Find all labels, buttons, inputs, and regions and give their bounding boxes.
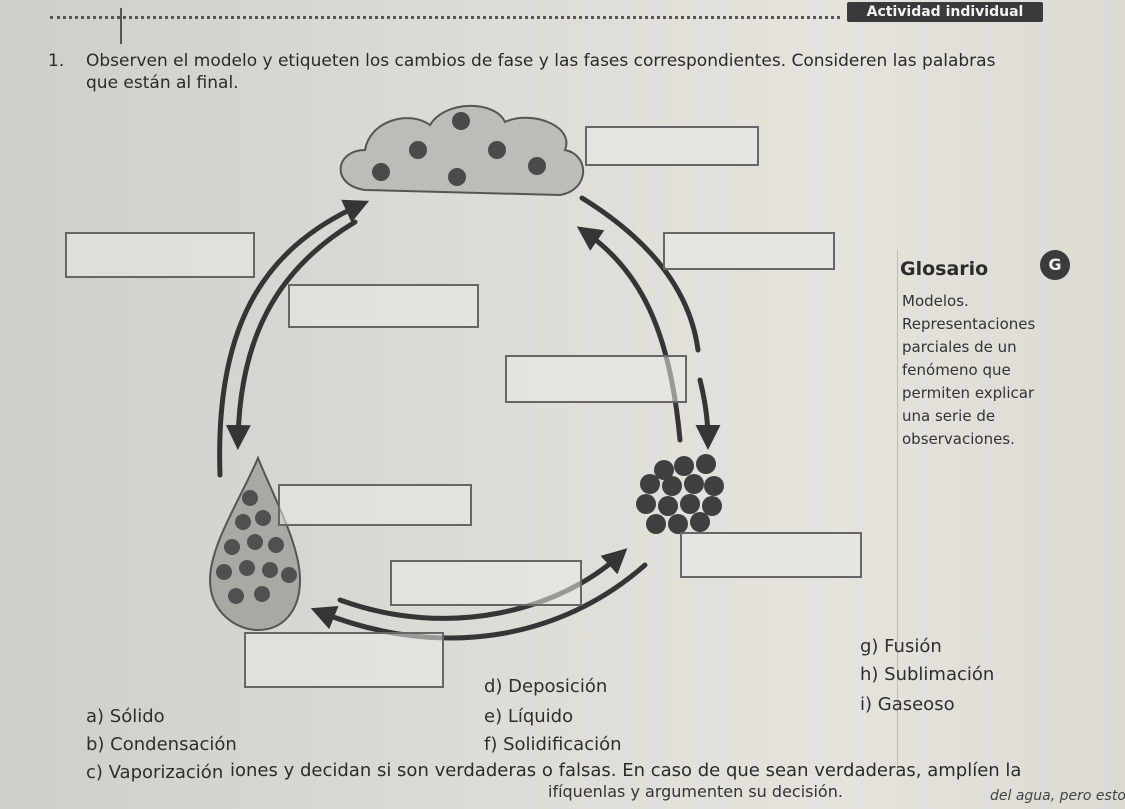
glossary-text: Modelos. Representaciones parciales de u… bbox=[902, 292, 1036, 448]
label-box[interactable] bbox=[65, 232, 255, 278]
glossary-title: Glosario bbox=[900, 258, 989, 280]
label-box[interactable] bbox=[390, 560, 582, 606]
option-f: f) Solidificación bbox=[484, 734, 622, 755]
liquid-particle bbox=[228, 588, 244, 604]
gas-particle bbox=[488, 141, 506, 159]
option-h: h) Sublimación bbox=[860, 664, 995, 685]
label-box[interactable] bbox=[278, 484, 472, 526]
dotted-rule bbox=[50, 16, 840, 19]
footer-corner-text: del agua, pero esto bbox=[990, 788, 1125, 804]
option-c: c) Vaporización bbox=[86, 762, 224, 783]
phase-arrows bbox=[217, 195, 721, 641]
label-box[interactable] bbox=[585, 126, 759, 166]
option-b: b) Condensación bbox=[86, 734, 237, 755]
liquid-particle bbox=[268, 537, 284, 553]
liquid-particle bbox=[281, 567, 297, 583]
label-box[interactable] bbox=[288, 284, 479, 328]
arrow-condensation bbox=[695, 377, 721, 450]
solid-cluster bbox=[636, 454, 724, 534]
activity-number: 1. bbox=[48, 51, 65, 71]
gas-particle bbox=[372, 163, 390, 181]
footer-line-1: iones y decidan si son verdaderas o fals… bbox=[230, 760, 1022, 781]
liquid-particle bbox=[247, 534, 263, 550]
liquid-particle bbox=[216, 564, 232, 580]
liquid-particle bbox=[239, 560, 255, 576]
footer-line-2: ifíquenlas y argumenten su decisión. bbox=[548, 782, 843, 801]
gas-particle bbox=[448, 168, 466, 186]
instructions: 1. Observen el modelo y etiqueten los cam… bbox=[48, 50, 1108, 94]
label-box[interactable] bbox=[680, 532, 862, 578]
label-box[interactable] bbox=[663, 232, 835, 270]
gas-particle bbox=[452, 112, 470, 130]
label-box[interactable] bbox=[505, 355, 687, 403]
liquid-particle bbox=[262, 562, 278, 578]
label-box[interactable] bbox=[244, 632, 444, 688]
liquid-drop bbox=[208, 455, 302, 632]
option-d: d) Deposición bbox=[484, 676, 608, 697]
gas-particle bbox=[409, 141, 427, 159]
glossary-panel bbox=[897, 250, 1098, 770]
arrow-fusion bbox=[337, 548, 628, 621]
option-i: i) Gaseoso bbox=[860, 694, 955, 715]
arrow-vaporization bbox=[579, 195, 701, 353]
arrow-sublimation bbox=[217, 199, 370, 478]
liquid-particle bbox=[254, 586, 270, 602]
arrow-deposition bbox=[225, 219, 358, 450]
arrow-solidification bbox=[310, 562, 648, 641]
rule-tick bbox=[120, 8, 122, 44]
gas-particle bbox=[528, 157, 546, 175]
instruction-line-1: Observen el modelo y etiqueten los cambi… bbox=[86, 51, 996, 71]
liquid-particle bbox=[235, 514, 251, 530]
activity-tag: Actividad individual bbox=[847, 2, 1043, 22]
option-g: g) Fusión bbox=[860, 636, 942, 657]
liquid-particle bbox=[242, 490, 258, 506]
liquid-particle bbox=[255, 510, 271, 526]
option-e: e) Líquido bbox=[484, 706, 574, 727]
gas-cloud bbox=[339, 104, 585, 197]
liquid-particle bbox=[224, 539, 240, 555]
instruction-line-2: que están al final. bbox=[86, 73, 239, 93]
option-a: a) Sólido bbox=[86, 706, 165, 727]
glossary-badge-icon: G bbox=[1040, 250, 1070, 280]
